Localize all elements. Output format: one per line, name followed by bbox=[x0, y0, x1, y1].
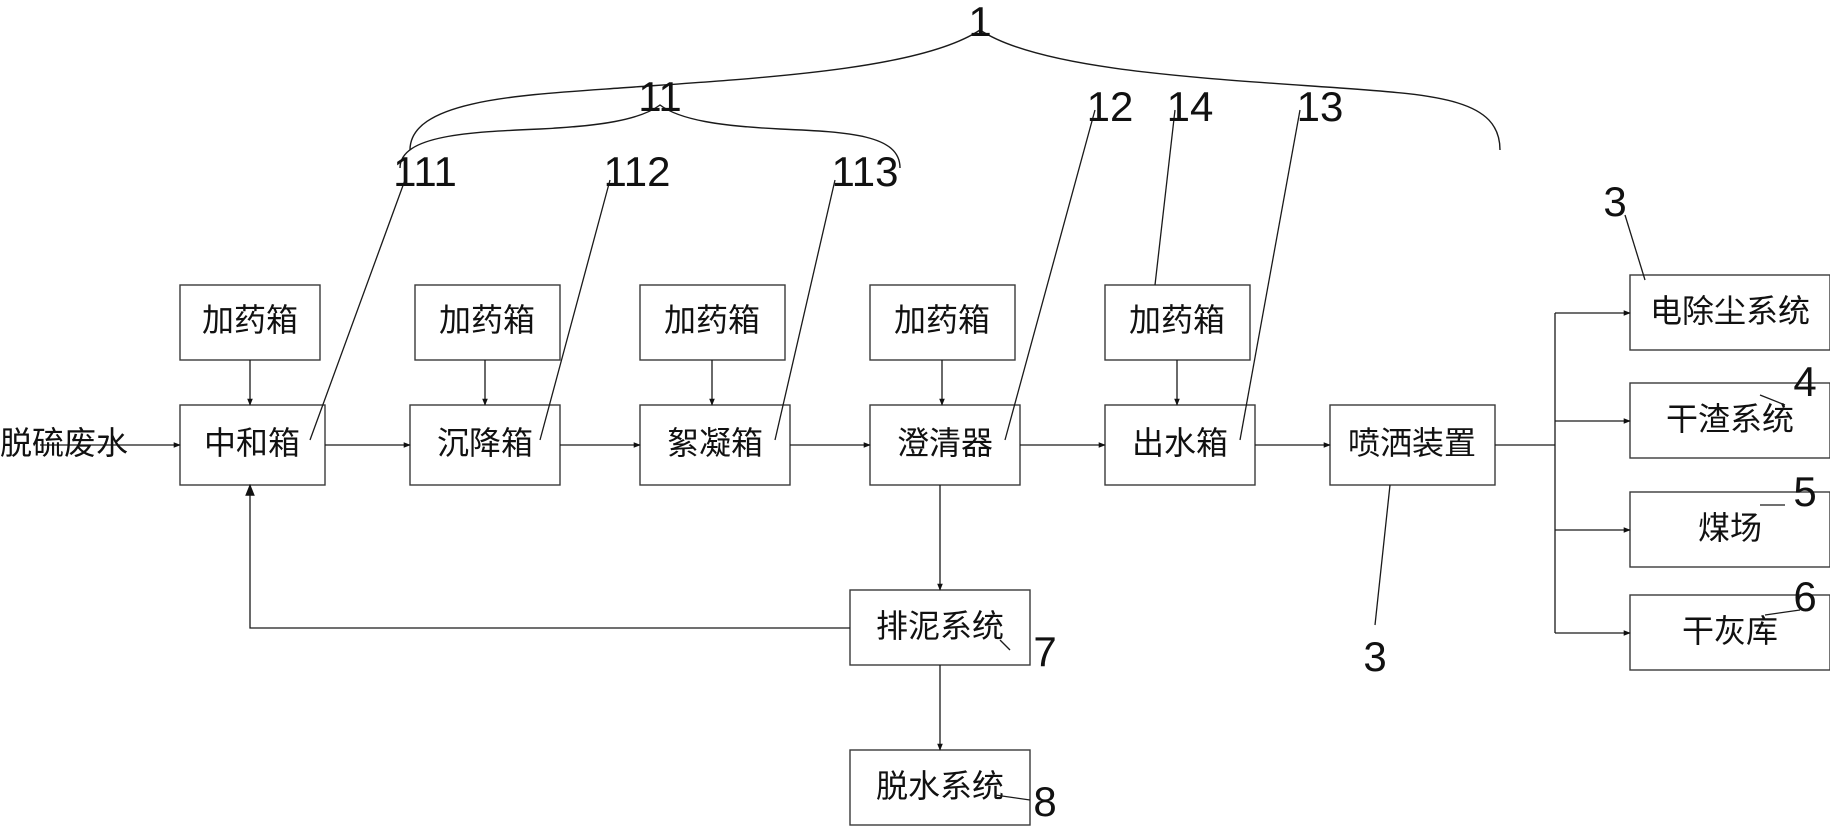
leader-6 bbox=[1764, 609, 1801, 616]
leader-113 bbox=[774, 179, 836, 441]
electrostatic-precipitator: 电除尘系统 bbox=[1629, 274, 1830, 351]
leader-111 bbox=[309, 179, 406, 441]
clarifier: 澄清器 bbox=[869, 404, 1021, 486]
dry-ash-label: 干灰库 bbox=[1682, 612, 1778, 650]
ref-number-5: 5 bbox=[1793, 468, 1816, 515]
dewatering-system: 脱水系统 bbox=[849, 749, 1031, 826]
ref-number-111: 111 bbox=[393, 148, 457, 195]
dosing-tank-3: 加药箱 bbox=[639, 284, 786, 361]
input-label: 脱硫废水 bbox=[0, 424, 128, 462]
leader-112 bbox=[539, 179, 611, 441]
neutralization-tank-label: 中和箱 bbox=[204, 424, 300, 462]
dosing-tank-4-label: 加药箱 bbox=[894, 301, 990, 339]
leader-3-spray bbox=[1374, 484, 1391, 626]
electrostatic-label: 电除尘系统 bbox=[1650, 292, 1810, 330]
dosing-tank-2-label: 加药箱 bbox=[439, 301, 535, 339]
ref-number-11: 11 bbox=[638, 73, 682, 120]
ref-number-8: 8 bbox=[1033, 778, 1056, 825]
brace-pretreatment-11 bbox=[399, 104, 901, 169]
ref-number-7: 7 bbox=[1033, 628, 1056, 675]
coal-yard: 煤场 bbox=[1629, 491, 1830, 568]
dosing-tank-2: 加药箱 bbox=[414, 284, 561, 361]
leader-8 bbox=[994, 794, 1031, 801]
coal-yard-label: 煤场 bbox=[1698, 509, 1762, 547]
dry-slag-system: 干渣系统 bbox=[1629, 382, 1830, 459]
ref-number-113: 113 bbox=[832, 148, 899, 195]
clarifier-label: 澄清器 bbox=[897, 424, 993, 462]
ref-number-3-electro: 3 bbox=[1603, 178, 1626, 225]
ref-number-112: 112 bbox=[604, 148, 671, 195]
outlet-tank: 出水箱 bbox=[1104, 404, 1256, 486]
brace-system-1 bbox=[409, 29, 1501, 151]
dosing-tank-5-label: 加药箱 bbox=[1129, 301, 1225, 339]
arrow-sludge-return bbox=[245, 483, 850, 629]
flocculation-tank: 絮凝箱 bbox=[639, 404, 791, 486]
leader-14 bbox=[1154, 109, 1176, 286]
flocculation-tank-label: 絮凝箱 bbox=[667, 424, 763, 462]
ref-number-13: 13 bbox=[1297, 83, 1344, 130]
ref-number-4: 4 bbox=[1793, 358, 1816, 405]
ref-number-12: 12 bbox=[1087, 83, 1134, 130]
spray-device: 喷洒装置 bbox=[1329, 404, 1496, 486]
sludge-discharge-system: 排泥系统 bbox=[849, 589, 1031, 666]
leader-13 bbox=[1239, 109, 1301, 441]
sludge-discharge-label: 排泥系统 bbox=[876, 607, 1004, 645]
dry-ash-silo: 干灰库 bbox=[1629, 594, 1830, 671]
neutralization-tank: 中和箱 bbox=[179, 404, 326, 486]
dosing-tank-5: 加药箱 bbox=[1104, 284, 1251, 361]
sedimentation-tank: 沉降箱 bbox=[409, 404, 561, 486]
ref-number-14: 14 bbox=[1167, 83, 1214, 130]
leader-12 bbox=[1004, 109, 1096, 441]
sedimentation-tank-label: 沉降箱 bbox=[437, 424, 533, 462]
ref-number-3-spray: 3 bbox=[1363, 633, 1386, 680]
leader-7 bbox=[999, 639, 1011, 651]
dosing-tank-3-label: 加药箱 bbox=[664, 301, 760, 339]
dosing-tank-1-label: 加药箱 bbox=[202, 301, 298, 339]
dosing-tank-1: 加药箱 bbox=[179, 284, 321, 361]
leader-4 bbox=[1759, 394, 1786, 406]
ref-number-6: 6 bbox=[1793, 573, 1816, 620]
outlet-tank-label: 出水箱 bbox=[1132, 424, 1228, 462]
leader-3-electro bbox=[1624, 214, 1646, 281]
spray-device-label: 喷洒装置 bbox=[1348, 424, 1476, 462]
dry-slag-label: 干渣系统 bbox=[1666, 400, 1794, 438]
ref-number-1: 1 bbox=[968, 0, 991, 45]
dosing-tank-4: 加药箱 bbox=[869, 284, 1016, 361]
dewatering-label: 脱水系统 bbox=[876, 767, 1004, 805]
